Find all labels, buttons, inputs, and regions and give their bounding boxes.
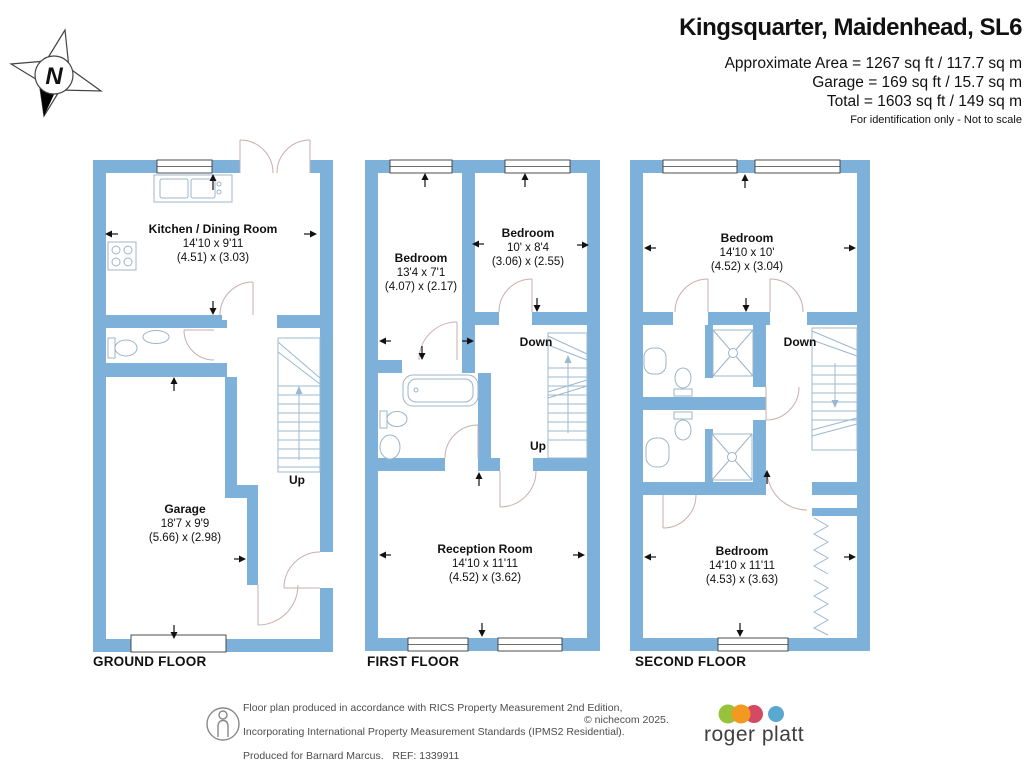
first-windows	[389, 159, 571, 652]
svg-text:Kitchen / Dining Room: Kitchen / Dining Room	[149, 222, 278, 236]
ground-floor-plan: Kitchen / Dining Room 14'10 x 9'11 (4.51…	[93, 139, 333, 653]
second-stairs	[811, 327, 858, 451]
hob	[107, 241, 137, 271]
svg-text:14'10 x 11'11: 14'10 x 11'11	[709, 560, 775, 572]
second-dimension-arrows	[644, 174, 856, 637]
footer-line-3: Produced for Barnard Marcus. REF: 133991…	[243, 750, 460, 762]
bath	[402, 374, 479, 407]
shower-room-fixtures	[643, 329, 754, 481]
ground-door-arcs	[183, 139, 321, 626]
first-stairs-down-label: Down	[520, 335, 553, 349]
svg-text:Bedroom: Bedroom	[502, 226, 555, 240]
ground-stairs-up-label: Up	[289, 473, 305, 487]
svg-text:14'10 x 10': 14'10 x 10'	[720, 247, 775, 259]
compass-rose: N	[9, 28, 103, 118]
svg-text:Bedroom: Bedroom	[395, 251, 448, 265]
svg-text:Garage: Garage	[164, 502, 206, 516]
compass-north-label: N	[45, 63, 63, 90]
kitchen-fixtures	[107, 174, 233, 271]
svg-text:(4.52) x (3.62): (4.52) x (3.62)	[449, 572, 521, 584]
second-windows	[662, 159, 841, 652]
svg-text:18'7 x 9'9: 18'7 x 9'9	[161, 518, 210, 530]
wc-fixtures	[107, 330, 170, 359]
kitchen-sink	[153, 174, 233, 203]
kitchen-label: Kitchen / Dining Room 14'10 x 9'11 (4.51…	[149, 222, 278, 264]
copyright-text: © nichecom 2025.	[584, 714, 669, 726]
bathroom-fixtures	[379, 374, 479, 460]
roger-platt-logo-icon	[718, 704, 784, 724]
basin	[643, 347, 667, 375]
first-stairs-up-label: Up	[530, 439, 546, 453]
header: Kingsquarter, Maidenhead, SL6 Approximat…	[502, 14, 1022, 126]
wardrobe-zigzag	[812, 517, 830, 636]
svg-text:(3.06) x (2.55): (3.06) x (2.55)	[492, 256, 564, 268]
reception-label: Reception Room 14'10 x 11'11 (4.52) x (3…	[437, 542, 532, 584]
second-floor-plan: Bedroom 14'10 x 10' (4.52) x (3.04) Bedr…	[630, 159, 870, 652]
first-floor-caption: FIRST FLOOR	[367, 654, 460, 669]
footer-line-2: Incorporating International Property Mea…	[243, 726, 625, 738]
person-scale-icon	[206, 707, 240, 741]
svg-text:Bedroom: Bedroom	[721, 231, 774, 245]
svg-text:Bedroom: Bedroom	[716, 544, 769, 558]
roger-platt-logo-text: roger platt	[704, 723, 805, 746]
svg-text:10' x 8'4: 10' x 8'4	[507, 242, 550, 254]
second-door-arcs	[662, 278, 808, 529]
svg-text:(4.07) x (2.17): (4.07) x (2.17)	[385, 281, 457, 293]
garage-door	[130, 634, 227, 653]
svg-text:(4.53) x (3.63): (4.53) x (3.63)	[706, 574, 778, 586]
second-bedroom1-label: Bedroom 14'10 x 10' (4.52) x (3.04)	[711, 231, 783, 273]
toilet	[674, 419, 692, 441]
second-floor-caption: SECOND FLOOR	[635, 654, 747, 669]
toilet	[674, 367, 692, 389]
first-stairs	[547, 332, 588, 459]
toilet	[379, 410, 388, 429]
svg-text:Reception Room: Reception Room	[437, 542, 532, 556]
first-floor-plan: Bedroom 13'4 x 7'1 (4.07) x (2.17) Bedro…	[365, 159, 600, 652]
ground-floor-caption: GROUND FLOOR	[93, 654, 207, 669]
footer-disclaimer: Floor plan produced in accordance with R…	[243, 702, 625, 762]
toilet	[107, 337, 116, 359]
first-bedroom2-label: Bedroom 10' x 8'4 (3.06) x (2.55)	[492, 226, 564, 268]
second-bedroom2-label: Bedroom 14'10 x 11'11 (4.53) x (3.63)	[706, 544, 778, 586]
garage-label: Garage 18'7 x 9'9 (5.66) x (2.98)	[149, 502, 221, 544]
ground-dimension-arrows	[105, 174, 317, 639]
footer-line-1: Floor plan produced in accordance with R…	[243, 702, 623, 714]
approx-area-line: Approximate Area = 1267 sq ft / 117.7 sq…	[724, 55, 1022, 72]
ground-windows	[130, 159, 227, 653]
svg-text:13'4 x 7'1: 13'4 x 7'1	[397, 267, 446, 279]
svg-text:(4.51) x (3.03): (4.51) x (3.03)	[177, 252, 249, 264]
page-title: Kingsquarter, Maidenhead, SL6	[679, 14, 1022, 41]
second-stairs-down-label: Down	[784, 335, 817, 349]
basin	[379, 434, 401, 460]
basin	[142, 330, 170, 344]
disclaimer-text: For identification only - Not to scale	[850, 114, 1022, 126]
svg-text:(4.52) x (3.04): (4.52) x (3.04)	[711, 261, 783, 273]
ground-stairs	[277, 337, 321, 473]
first-dimension-arrows	[379, 173, 589, 637]
svg-text:(5.66) x (2.98): (5.66) x (2.98)	[149, 532, 221, 544]
svg-text:14'10 x 11'11: 14'10 x 11'11	[452, 558, 518, 570]
first-bedroom1-label: Bedroom 13'4 x 7'1 (4.07) x (2.17)	[385, 251, 457, 293]
basin	[645, 437, 670, 468]
garage-area-line: Garage = 169 sq ft / 15.7 sq m	[812, 74, 1022, 91]
total-area-line: Total = 1603 sq ft / 149 sq m	[826, 93, 1022, 110]
svg-text:14'10 x 9'11: 14'10 x 9'11	[183, 238, 243, 250]
